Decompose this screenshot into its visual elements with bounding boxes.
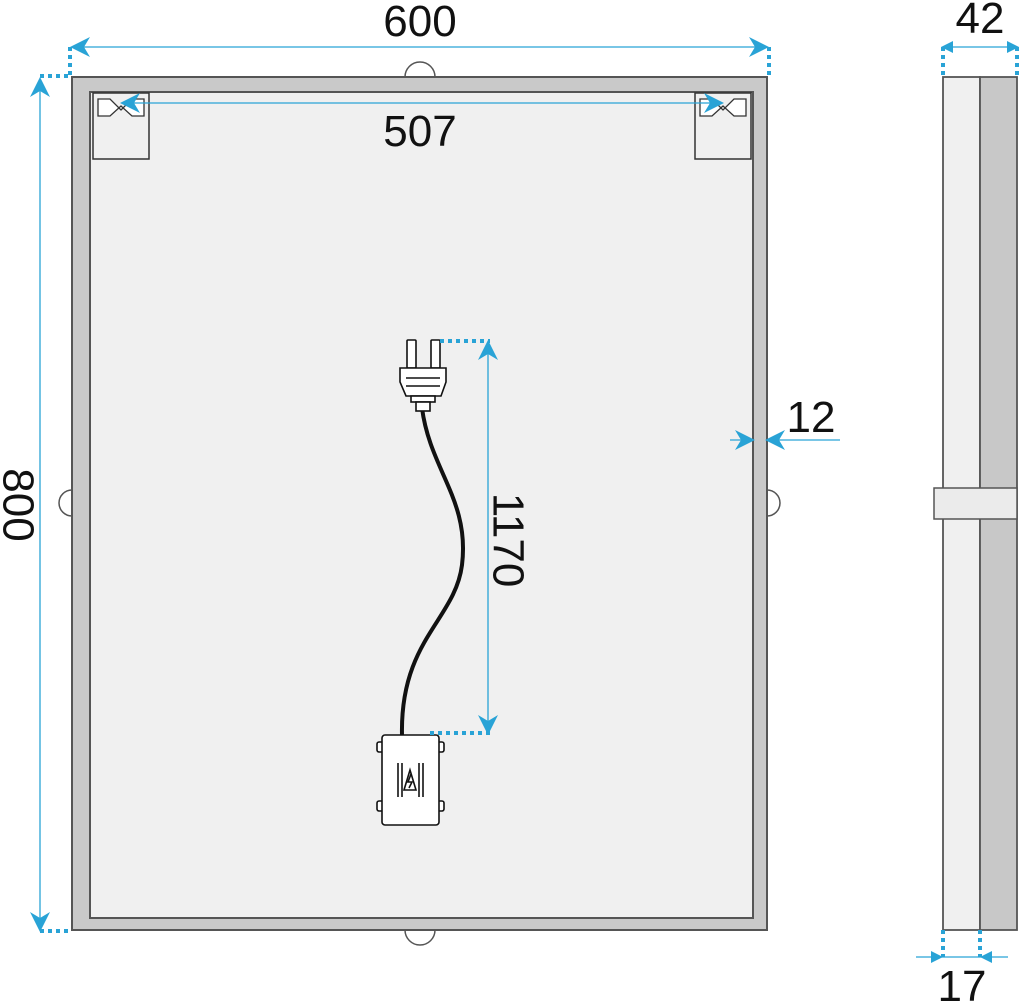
top-tab (404, 61, 436, 78)
left-tab (58, 489, 73, 517)
hook-spacing-label: 507 (383, 107, 456, 156)
right-tab (766, 489, 781, 517)
dimension-lines (30, 37, 840, 933)
plug-icon (399, 339, 447, 412)
depth-mirror-label: 17 (938, 962, 987, 1005)
power-cable (399, 407, 466, 736)
height-label: 800 (0, 468, 43, 541)
frame-inset-label: 12 (787, 393, 836, 442)
front-view (58, 61, 781, 946)
cable-length-label: 1170 (484, 493, 533, 588)
depth-total-label: 42 (956, 0, 1005, 43)
side-dimension-lines (916, 41, 1019, 963)
side-bracket (933, 487, 1018, 520)
power-box-icon (376, 734, 445, 826)
bottom-tab (404, 929, 436, 946)
width-label: 600 (383, 0, 456, 46)
side-view (933, 76, 1018, 931)
